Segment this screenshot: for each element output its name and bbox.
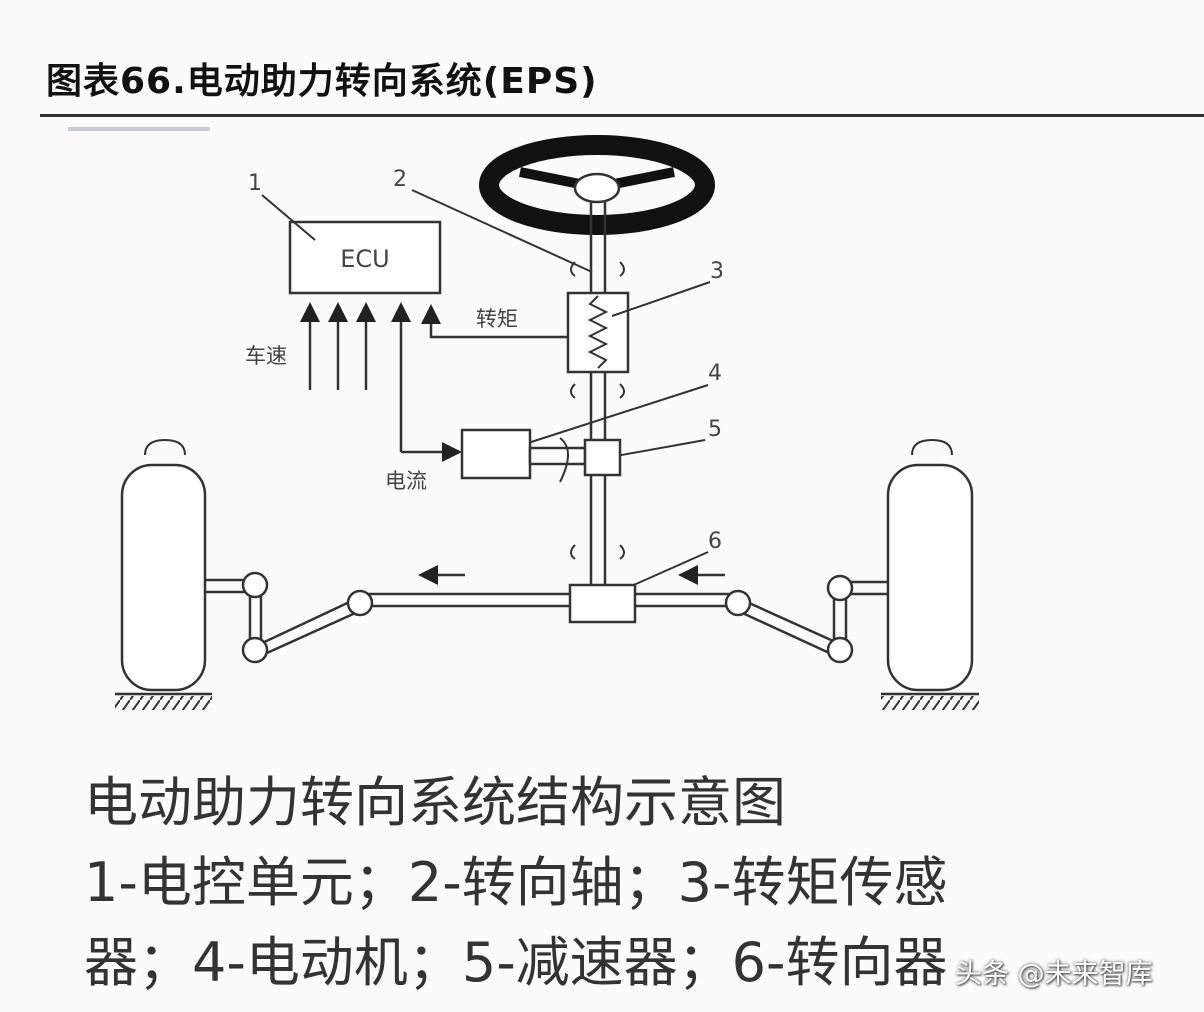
left-wheel	[120, 463, 207, 692]
electric-motor	[460, 428, 532, 480]
torque-label: 转矩	[476, 307, 518, 331]
label-6: 6	[708, 529, 722, 554]
reducer	[583, 438, 622, 477]
accent-bar	[68, 127, 210, 131]
ecu-box	[288, 220, 442, 295]
steering-gear	[568, 583, 637, 624]
caption-legend-line2: 器；4-电动机；5-减速器；6-转向器	[84, 931, 948, 994]
label-2: 2	[393, 167, 407, 192]
label-1: 1	[248, 171, 262, 196]
current-label: 电流	[385, 469, 427, 493]
caption-title: 电动助力转向系统结构示意图	[84, 771, 786, 834]
title-divider	[40, 114, 1204, 117]
right-wheel	[886, 463, 974, 692]
watermark: 头条 @未来智库	[955, 959, 1153, 990]
speed-label: 车速	[245, 344, 287, 368]
caption-legend-line1: 1-电控单元；2-转向轴；3-转矩传感	[84, 851, 948, 914]
figure-title: 图表66.电动助力转向系统(EPS)	[46, 61, 598, 102]
label-4: 4	[708, 361, 722, 386]
label-5: 5	[708, 417, 722, 442]
steering-rack	[363, 592, 742, 608]
steering-wheel	[479, 135, 715, 235]
ecu-label: ECU	[340, 245, 390, 273]
label-3: 3	[710, 259, 724, 284]
